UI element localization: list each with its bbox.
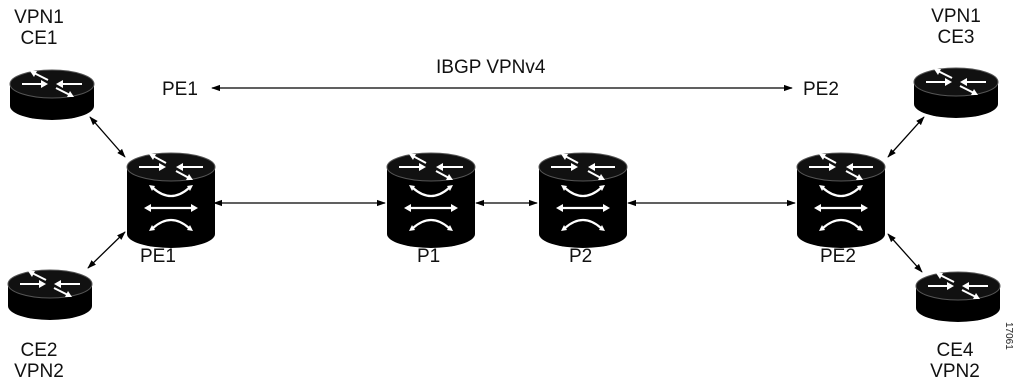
links — [87, 84, 925, 273]
ce2-vpn-label: VPN2 — [14, 361, 64, 382]
pe1-switch-icon — [125, 151, 217, 250]
p2-switch-icon — [537, 151, 629, 250]
ce1-name-label: CE1 — [20, 28, 58, 49]
ce4-label: CE4 VPN2 — [922, 340, 988, 382]
ce3-name-label: CE3 — [937, 27, 975, 48]
pe2-top-label: PE2 — [803, 79, 839, 100]
link-ce1-pe1 — [89, 116, 126, 158]
p2-label: P2 — [569, 246, 593, 267]
pe2-switch-icon — [795, 151, 887, 250]
link-ce3-pe2 — [887, 116, 925, 158]
ce2-router-icon — [7, 269, 93, 321]
ce4-name-label: CE4 — [936, 340, 974, 361]
ce1-router-icon — [9, 69, 95, 121]
ce3-router-icon — [913, 67, 999, 119]
ce4-router-icon — [915, 271, 1001, 323]
pe2-label: PE2 — [820, 246, 856, 267]
p1-label: P1 — [417, 246, 441, 267]
ce1-vpn-label: VPN1 — [14, 7, 64, 28]
ce4-vpn-label: VPN2 — [930, 361, 980, 382]
pe1-top-label: PE1 — [162, 79, 198, 100]
ibgp-vpnv4-label: IBGP VPNv4 — [436, 57, 546, 78]
link-ce4-pe2 — [887, 233, 923, 273]
p1-switch-icon — [385, 151, 477, 250]
ce2-name-label: CE2 — [20, 340, 58, 361]
figure-id: 17061 — [1003, 322, 1014, 350]
ce2-label: CE2 VPN2 — [6, 340, 72, 382]
ce3-label: VPN1 CE3 — [923, 6, 989, 48]
pe1-label: PE1 — [140, 246, 176, 267]
ce1-label: VPN1 CE1 — [6, 7, 72, 49]
link-ce2-pe1 — [87, 231, 126, 269]
ce3-vpn-label: VPN1 — [931, 6, 981, 27]
